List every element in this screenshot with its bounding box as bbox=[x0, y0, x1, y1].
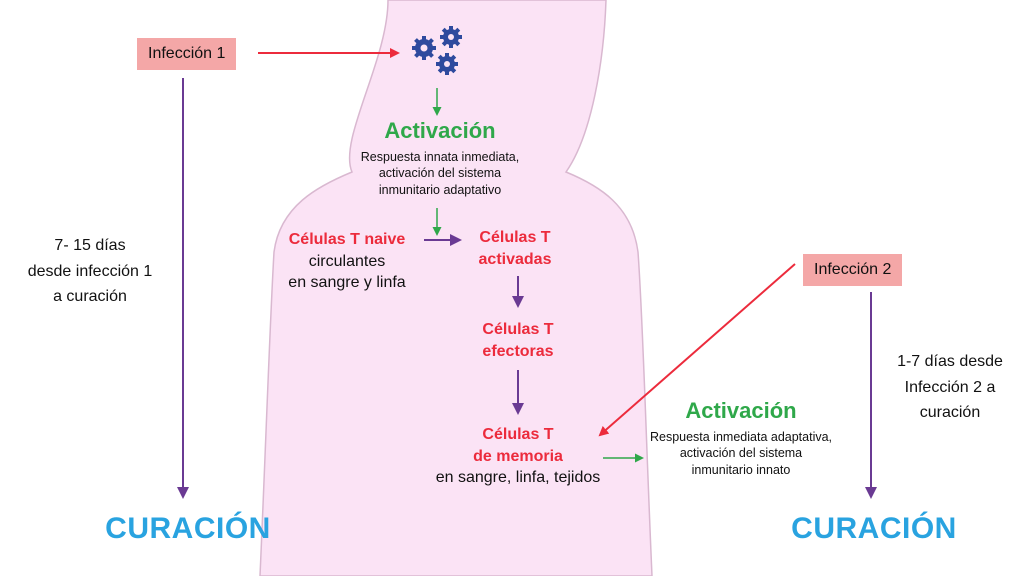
activation-right-block: Activación Respuesta inmediata adaptativ… bbox=[626, 397, 856, 479]
activation-top-block: Activación Respuesta innata inmediata, a… bbox=[325, 117, 555, 199]
memory-sub: en sangre, linfa, tejidos bbox=[435, 469, 601, 487]
activated-block: Células T activadas bbox=[450, 227, 580, 270]
naive-block: Células T naive circulantes en sangre y … bbox=[262, 229, 432, 294]
right-timeline-line-1: 1-7 días desde bbox=[897, 353, 1003, 370]
left-timeline-line-2: desde infección 1 bbox=[27, 262, 153, 280]
activation-top-line-3: inmunitario adaptativo bbox=[378, 183, 502, 198]
memory-line-1: Células T bbox=[482, 426, 554, 443]
activation-top-line-2: activación del sistema bbox=[378, 166, 502, 181]
infection2-arrow bbox=[598, 263, 796, 437]
activation-right-line-3: inmunitario innato bbox=[691, 463, 791, 478]
effector-line-2: efectoras bbox=[482, 342, 554, 360]
cure-left: CURACIÓN bbox=[105, 512, 271, 545]
cure-right: CURACIÓN bbox=[791, 512, 957, 545]
naive-line-2: en sangre y linfa bbox=[288, 274, 406, 292]
infection-1-badge: Infección 1 bbox=[137, 38, 237, 70]
activation-right-line-1: Respuesta inmediata adaptativa, bbox=[649, 429, 833, 444]
activated-line-2: activadas bbox=[478, 250, 552, 268]
memory-line-2: de memoria bbox=[473, 447, 563, 465]
right-timeline-line-2: Infección 2 a bbox=[904, 378, 996, 396]
activated-line-1: Células T bbox=[479, 229, 551, 246]
body-silhouette bbox=[259, 0, 653, 576]
naive-title: Células T naive bbox=[288, 231, 406, 248]
gears-icon bbox=[412, 26, 462, 75]
right-timeline-line-3: curación bbox=[919, 404, 981, 422]
activation-top-line-1: Respuesta innata inmediata, bbox=[360, 149, 520, 164]
infection-2-badge: Infección 2 bbox=[803, 254, 903, 286]
left-timeline-line-3: a curación bbox=[53, 288, 127, 306]
activation-right-title: Activación bbox=[685, 398, 797, 423]
activation-top-title: Activación bbox=[384, 118, 496, 143]
naive-line-1: circulantes bbox=[308, 252, 386, 270]
left-timeline-text: 7- 15 días desde infección 1 a curación bbox=[0, 233, 180, 310]
activation-right-line-2: activación del sistema bbox=[679, 446, 803, 461]
right-timeline-text: 1-7 días desde Infección 2 a curación bbox=[876, 349, 1024, 426]
memory-block: Células T de memoria en sangre, linfa, t… bbox=[405, 424, 631, 489]
effector-line-1: Células T bbox=[482, 321, 554, 338]
left-timeline-line-1: 7- 15 días bbox=[54, 237, 126, 254]
effector-block: Células T efectoras bbox=[450, 319, 586, 362]
